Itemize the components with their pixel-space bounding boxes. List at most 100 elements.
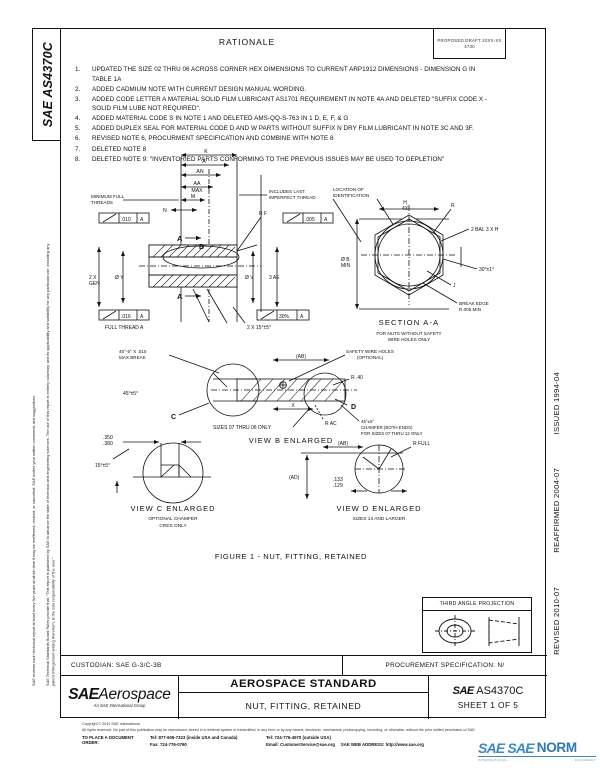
view-c-title: VIEW C ENLARGED (130, 504, 215, 513)
dim-k-label: K (204, 149, 208, 155)
datum-a-top: A (140, 217, 144, 223)
detail-circle-c (206, 363, 260, 417)
detail-label-b: B (199, 244, 204, 251)
feature-control-frame-right: .005 A (282, 212, 334, 224)
detail-label-c: C (171, 414, 176, 421)
third-angle-projection-symbol (423, 611, 531, 652)
view-b-title: VIEW B ENLARGED (249, 436, 334, 445)
dim-m-label: M (191, 194, 195, 200)
svg-text:Ø Y: Ø Y (115, 275, 124, 281)
rationale-item-number: 2. (75, 85, 81, 93)
custodian-label: CUSTODIAN: SAE G-3/C-3B (61, 656, 343, 675)
dim-x-label: X (291, 403, 295, 409)
watermark-norm-text: NORM (536, 740, 577, 756)
note-chamfer-2x15: 2 X 15°±5° (247, 325, 271, 331)
note-r: R (451, 203, 455, 209)
title-block-number: SAE AS4370C SHEET 1 OF 5 (429, 676, 547, 719)
logo-wordmark: SAEAerospace (68, 685, 171, 703)
tolerance-value-010: .010 (121, 217, 131, 223)
draft-stamp-box: PROPOSED DRAFT 20XX-XX 4730 (433, 29, 505, 59)
svg-text:H: H (403, 200, 407, 206)
view-d-sub: SIZES 14 AND LARGER (353, 516, 406, 522)
detail-label-d: D (351, 404, 356, 411)
document-type: AEROSPACE STANDARD (179, 676, 428, 693)
document-number-text: AS4370C (40, 41, 55, 101)
detail-circle-d (303, 372, 347, 416)
dim-3ae: 3 AE (269, 247, 280, 307)
note-break-45: 45°-5° X .010 (119, 349, 147, 354)
rationale-item: 5.ADDED DUPLEX SEAL FOR MATERIAL CODE D … (75, 124, 495, 134)
note-bal-3h: 2 BAL 3 X H (471, 227, 499, 233)
note-identification: IDENTIFICATION (333, 193, 369, 198)
footer-order-info: TO PLACE A DOCUMENT ORDER: Tel: 877-606-… (82, 735, 522, 748)
note-break-edge: BREAK EDGE (459, 301, 489, 306)
title-block: SAEAerospace An SAE International Group … (61, 676, 547, 719)
document-number-tab: SAE AS4370C (32, 28, 62, 141)
title-block-center: AEROSPACE STANDARD NUT, FITTING, RETAINE… (179, 676, 429, 719)
datum-a-br: A (300, 314, 304, 320)
section-arrow-a-top: A (177, 234, 201, 243)
rationale-item-text: DELETED NOTE 9: "INVENTORIED PARTS CONFO… (92, 155, 445, 163)
footer-email-row: Email: CustomerService@sae.org SAE WEB A… (266, 742, 522, 749)
feature-control-frame-top: .010 A (98, 212, 150, 224)
figure-caption: FIGURE 1 - NUT, FITTING, RETAINED (215, 552, 367, 561)
note-location-of: LOCATION OF (333, 187, 364, 192)
note-30-deg: 30°±1° (479, 267, 494, 273)
rationale-item-number: 1. (75, 66, 81, 73)
svg-text:2 X: 2 X (89, 275, 97, 281)
document-number-value: AS4370C (473, 685, 524, 697)
feature-control-frame-bottom: .016 A (98, 309, 150, 321)
dim-350: .350 (103, 435, 113, 441)
svg-text:A: A (177, 234, 183, 243)
dim-ab-d: (AB) (338, 441, 348, 447)
rationale-item-text: REVISED NOTE 6, PROCURMENT SPECIFICATION… (92, 135, 334, 143)
view-d-enlarged: (AB) R FULL (AD) .133 .129 (289, 441, 430, 522)
footer-email: Email: CustomerService@sae.org (266, 741, 335, 747)
view-d-title: VIEW D ENLARGED (336, 504, 421, 513)
number-sae-mark: SAE (452, 685, 475, 697)
logo-aerospace-text: Aerospace (98, 685, 171, 703)
footer-web-url: http://www.sae.org (385, 741, 424, 747)
rationale-heading: RATIONALE (218, 37, 276, 47)
revision-date-issued: ISSUED 1994-04 (551, 372, 561, 435)
document-number-tab-label: SAE AS4370C (41, 42, 55, 127)
feature-control-frame-br: 30% A (256, 309, 310, 321)
watermark-row: SAE SAE NORM (478, 741, 596, 755)
note-max-break: MAX BREAK (119, 355, 147, 360)
svg-text:MIN: MIN (341, 263, 351, 269)
custodian-row: CUSTODIAN: SAE G-3/C-3B PROCUREMENT SPEC… (61, 655, 547, 676)
rationale-item: 4.ADDED MATERIAL CODE S IN NOTE 1 AND DE… (75, 114, 495, 124)
watermark-sae-logo: SAE (478, 740, 505, 756)
logo-subtitle: An SAE International Group (93, 703, 146, 709)
rationale-item: 7.DELETED NOTE 8 (75, 145, 495, 155)
drawing-svg: K A AN AA MAX (89, 149, 499, 561)
note-break-edge-2: R.005 MIN (459, 307, 481, 312)
rationale-item-text: DELETED NOTE 8 (92, 145, 147, 153)
rationale-item: 6.REVISED NOTE 6, PROCURMENT SPECIFICATI… (75, 134, 495, 144)
logo-sae-text: SAE (68, 685, 99, 703)
footer-rights: All rights reserved. No part of this pub… (82, 727, 476, 732)
dim-2-gen: 2 X GEN (89, 247, 101, 307)
footer-tel-inside: Tel: 877-606-7323 (inside USA and Canada… (150, 735, 238, 741)
section-a-a-sub-2: WIRE HOLES ONLY (388, 337, 430, 342)
note-imperfect-thread: IMPERFECT THREAD (269, 195, 316, 200)
section-hatching-bottom (152, 274, 236, 288)
note-minimum-full-threads-2: THREADS (91, 200, 113, 205)
note-minimum-full-threads: MINIMUM FULL (91, 194, 125, 199)
svg-text:A: A (177, 292, 183, 301)
dim-a-label: A (202, 159, 206, 165)
view-c-circle (142, 442, 204, 504)
dim-380: .380 (103, 441, 113, 447)
sheet-number: SHEET 1 OF 5 (457, 700, 519, 710)
dim-aa-max-label: MAX (191, 188, 203, 194)
rationale-item-text: ADDED MATERIAL CODE S IN NOTE 1 AND DELE… (92, 115, 349, 123)
view-c-sub-1: OPTIONAL CHAMFER (148, 516, 198, 522)
drawing-frame: RATIONALE PROPOSED DRAFT 20XX-XX 4730 1.… (60, 28, 547, 719)
dim-n-label: N (163, 208, 167, 214)
datum-a-right: A (324, 217, 328, 223)
tolerance-value-016: .016 (121, 314, 131, 320)
footer-order-col-1: Tel: 877-606-7323 (inside USA and Canada… (150, 735, 266, 748)
svg-text:GEN: GEN (89, 281, 100, 287)
header-side-column (505, 29, 547, 59)
note-includes-last-thread: INCLUDES LAST (269, 189, 305, 194)
